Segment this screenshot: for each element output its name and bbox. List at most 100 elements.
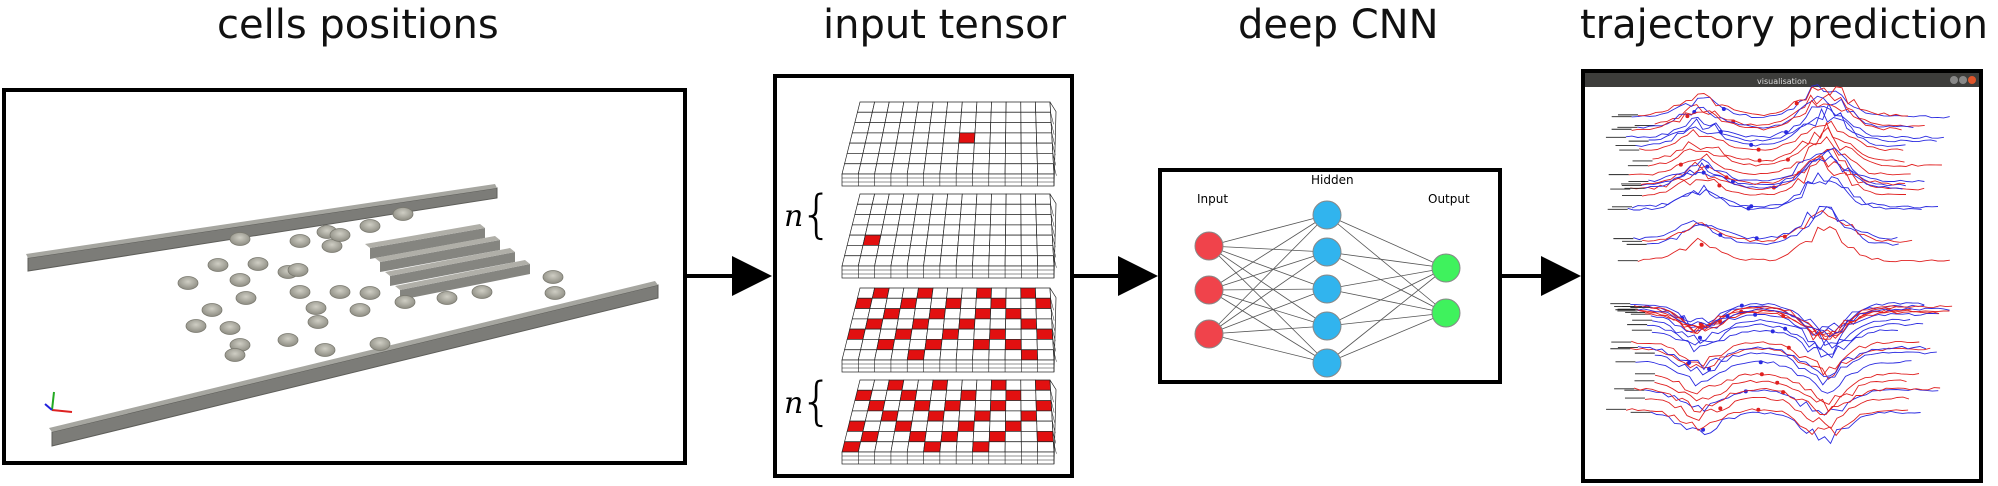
tensor-cell [990, 203, 1007, 215]
trajectory-line [1633, 205, 1898, 241]
tensor-cell [1020, 328, 1038, 340]
tensor-cell [899, 203, 918, 215]
tensor-cell [913, 308, 931, 320]
window-minimize-icon[interactable] [1950, 76, 1958, 84]
tensor-cell [939, 255, 958, 267]
tensor-cell [1020, 214, 1037, 226]
tensor-cell [955, 163, 974, 175]
tensor-cell [914, 297, 933, 309]
axes-widget [44, 391, 73, 413]
tensor-cell [1020, 101, 1037, 113]
tensor-cell [851, 214, 871, 226]
tensor-cell [974, 400, 992, 412]
tensor-cell [1020, 318, 1038, 330]
tensor-cell [990, 379, 1007, 391]
tensor-cell [884, 203, 903, 215]
tensor-cell [882, 308, 901, 320]
tensor-cell [989, 400, 1007, 412]
tensor-cell [990, 287, 1007, 299]
trajectory-point [1758, 360, 1763, 365]
tensor-cell [854, 297, 873, 309]
network-edges [1208, 214, 1447, 364]
trajectory-line [1647, 126, 1942, 167]
tensor-cell [931, 379, 949, 391]
tensor-cell [939, 163, 958, 175]
title-trajectory-prediction: trajectory prediction [1580, 2, 1989, 48]
trajectory-line [1654, 351, 1937, 386]
window-maximize-icon[interactable] [1959, 76, 1967, 84]
cell-12 [289, 285, 311, 299]
tensor-cell [897, 122, 916, 134]
hidden-layer-label: Hidden [1311, 173, 1354, 187]
tensor-cell [846, 328, 866, 340]
tensor-cell [939, 441, 958, 453]
tensor-cell [973, 328, 991, 340]
tensor-cell [958, 318, 976, 330]
tensor-cell [867, 400, 886, 412]
trajectory-line [1645, 311, 1940, 341]
tensor-cell [1036, 245, 1054, 257]
tensor-cell [860, 431, 880, 443]
tensor-cell [854, 389, 873, 401]
tensor-cell [871, 287, 890, 299]
trajectory-line [1648, 147, 1925, 183]
network-edge [1208, 288, 1328, 291]
tensor-layer-sparse-top [841, 101, 1057, 187]
tensor-cell [874, 441, 894, 453]
tensor-cell [856, 101, 876, 113]
network-edge [1326, 267, 1447, 290]
tensor-cell [957, 328, 975, 340]
tensor-cell [886, 193, 905, 205]
tensor-cell [1005, 400, 1022, 412]
tensor-cell [906, 349, 926, 361]
tensor-cell [851, 400, 871, 412]
tensor-cell [961, 101, 978, 113]
tensor-cell [960, 203, 977, 215]
trajectory-point [1730, 179, 1735, 184]
tensor-cell [974, 410, 991, 422]
tensor-cell [864, 410, 884, 422]
tensor-cell [1005, 420, 1022, 432]
window-titlebar [1585, 73, 1979, 87]
tensor-cell [911, 224, 930, 236]
n-label-top: n [784, 199, 803, 234]
network-edge [1208, 289, 1328, 364]
tensor-cell [975, 111, 992, 123]
trajectory-point [1754, 236, 1759, 241]
window-close-icon[interactable] [1968, 76, 1976, 84]
trajectory-point [1685, 114, 1690, 119]
tensor-cell [925, 234, 944, 246]
tensor-cell [974, 318, 991, 330]
tensor-cell [1005, 297, 1022, 309]
trajectory-point [1757, 158, 1762, 163]
hidden-node-1 [1312, 200, 1342, 230]
tensor-cell [916, 379, 934, 391]
trajectory-point [1770, 329, 1775, 334]
tensor-cell [871, 101, 890, 113]
trajectory-point [1697, 335, 1702, 340]
tensor-cell [925, 328, 944, 340]
tensor-cell [1005, 308, 1022, 320]
tensor-cell [910, 142, 929, 154]
tensor-cell [846, 420, 866, 432]
title-cells-positions: cells positions [217, 2, 499, 48]
tensor-cell [1036, 410, 1053, 422]
tensor-cell [1020, 132, 1038, 144]
tensor-cell [989, 122, 1007, 134]
tensor-cell [892, 339, 911, 351]
cell-0 [392, 207, 414, 221]
tensor-cell [914, 203, 933, 215]
tensor-cell [943, 308, 961, 320]
tensor-cell [1005, 389, 1022, 401]
tensor-cell [913, 400, 931, 412]
tensor-cell [857, 255, 878, 267]
tensor-cell [882, 214, 901, 226]
cell-26 [185, 319, 207, 333]
tensor-cell [894, 328, 913, 340]
input-layer-label: Input [1197, 192, 1228, 206]
tensor-cell [1005, 234, 1022, 246]
cells-group [177, 207, 566, 362]
tensor-cell [854, 203, 873, 215]
cell-24 [349, 303, 371, 317]
